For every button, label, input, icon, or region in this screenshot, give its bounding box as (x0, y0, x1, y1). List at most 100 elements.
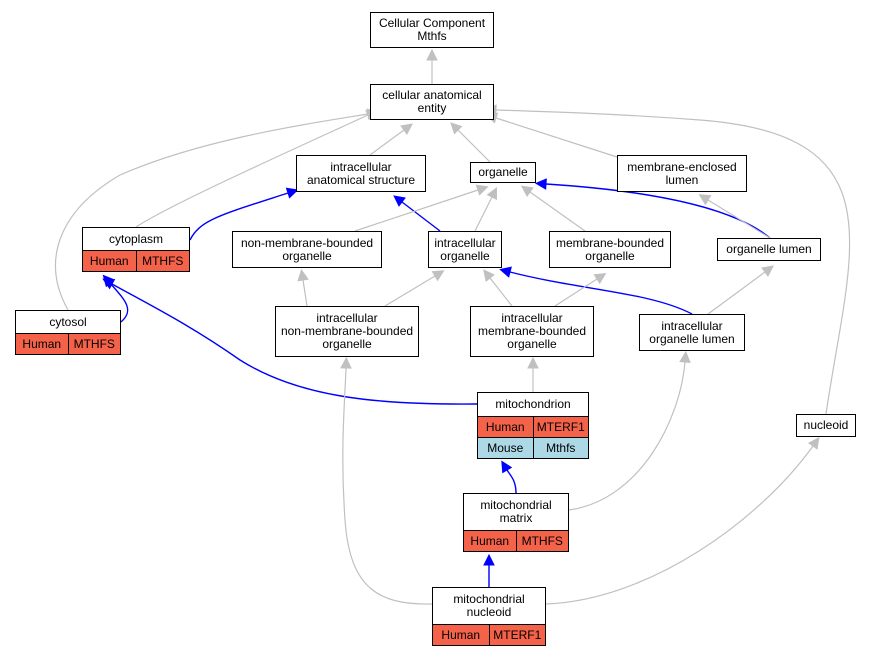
edge-mbo-to-organelle (529, 191, 586, 232)
node-label: intracellular non-membrane-bounded organ… (280, 311, 414, 351)
edge-imbo-to-mbo (554, 278, 598, 307)
arrowhead-mito-to-cytoplasm (102, 278, 116, 290)
arrowhead-nmbo-to-organelle (475, 184, 489, 196)
edge-io-to-ias (401, 201, 441, 232)
species-cell: Human (89, 253, 129, 268)
gene-cell: Mthfs (532, 438, 589, 458)
edge-cytoplasm-to-cae (135, 114, 369, 228)
edge-mito-to-cytoplasm (111, 283, 478, 405)
arrowhead-mnucleoid-to-inmbo (340, 356, 352, 369)
node-label: cytosol (49, 314, 87, 329)
gene-cell: MTHFS (515, 531, 569, 551)
arrowhead-mbo-to-organelle (520, 185, 534, 198)
node-non-membrane-bounded-organelle[interactable]: non-membrane-bounded organelle (232, 231, 382, 268)
arrowhead-mnucleoid-to-mmatrix (483, 553, 495, 566)
arrowhead-imbo-to-io (483, 269, 495, 282)
node-intracellular-anatomical-structure[interactable]: intracellular anatomical structure (296, 155, 426, 192)
node-mitochondrial-nucleoid[interactable]: mitochondrial nucleoid Human MTERF1 (432, 587, 546, 646)
arrowhead-cytoplasm-to-ias (285, 187, 299, 199)
node-organelle[interactable]: organelle (470, 162, 536, 183)
edge-mel-to-cae (495, 117, 618, 158)
arrowhead-mmatrix-to-iol (679, 350, 691, 363)
node-intracellular-organelle[interactable]: intracellular organelle (428, 231, 502, 268)
arrowhead-imbo-to-mbo (593, 272, 607, 285)
arrowhead-ol-to-organelle (534, 178, 547, 190)
edge-inmbo-to-nmbo (302, 279, 308, 307)
arrowhead-organelle-to-cae (450, 122, 463, 135)
edge-nmbo-to-organelle (354, 189, 479, 232)
node-label: intracellular anatomical structure (306, 159, 416, 187)
arrowhead-mito-to-imbo (527, 356, 539, 369)
species-cell: Mouse (487, 440, 524, 455)
arrowhead-iol-to-ol (761, 265, 774, 277)
gene-cell: MTERF1 (488, 625, 546, 645)
gene-cell: MTHFS (67, 334, 121, 354)
species-cell: Human (470, 533, 510, 548)
node-label: non-membrane-bounded organelle (240, 235, 374, 263)
edge-io-to-organelle (474, 196, 493, 232)
node-cellular-component-mthfs[interactable]: Cellular Component Mthfs (370, 12, 494, 48)
annotation-row-human: Human MTERF1 (478, 416, 588, 437)
edge-mnucleoid-to-inmbo (342, 367, 433, 605)
node-label: mitochondrial matrix (480, 498, 552, 525)
node-intracellular-membrane-bounded-organelle[interactable]: intracellular membrane-bounded organelle (470, 306, 594, 357)
edge-inmbo-to-io (384, 275, 436, 307)
edge-cytosol-to-cae (54, 113, 369, 311)
node-label: intracellular membrane-bounded organelle (477, 311, 587, 351)
node-label: nucleoid (803, 418, 849, 432)
edge-iol-to-ol (707, 271, 766, 315)
gene-cell: MTERF1 (532, 417, 589, 437)
arrowhead-inmbo-to-io (431, 270, 445, 282)
node-label: mitochondrial nucleoid (453, 592, 525, 619)
node-label: intracellular organelle (434, 235, 496, 263)
edge-mmatrix-to-iol (568, 361, 686, 511)
node-membrane-bounded-organelle[interactable]: membrane-bounded organelle (549, 231, 671, 268)
edge-cytoplasm-to-ias (189, 192, 289, 241)
node-membrane-enclosed-lumen[interactable]: membrane-enclosed lumen (617, 155, 747, 192)
node-nucleoid[interactable]: nucleoid (796, 414, 856, 437)
node-label: Cellular Component Mthfs (378, 16, 486, 43)
node-intracellular-non-membrane-bounded-organelle[interactable]: intracellular non-membrane-bounded organ… (275, 306, 419, 357)
annotation-row-mouse: Mouse Mthfs (478, 437, 588, 458)
edge-imbo-to-io (489, 277, 513, 307)
edge-ol-to-organelle (545, 183, 771, 239)
edge-mnucleoid-to-nucleoid (545, 445, 814, 605)
edge-ias-to-cae (369, 129, 405, 156)
node-label: membrane-enclosed lumen (627, 159, 737, 187)
node-label: mitochondrion (495, 397, 571, 411)
arrowhead-mmatrix-to-mito (501, 460, 513, 474)
arrowhead-mnucleoid-to-nucleoid (807, 436, 820, 450)
species-cell: Human (485, 419, 525, 434)
node-label: organelle lumen (726, 242, 812, 256)
arrowhead-io-to-organelle (486, 187, 497, 201)
node-organelle-lumen[interactable]: organelle lumen (717, 238, 821, 261)
node-intracellular-organelle-lumen[interactable]: intracellular organelle lumen (639, 314, 745, 351)
annotation-row-human: Human MTHFS (83, 250, 189, 271)
annotation-row-human: Human MTHFS (16, 333, 120, 354)
gene-cell: MTHFS (135, 251, 190, 271)
edge-nucleoid-to-cae (495, 109, 851, 415)
species-cell: Human (22, 336, 62, 351)
arrowhead-cae-to-cc_mthfs (426, 48, 438, 61)
arrowhead-inmbo-to-nmbo (297, 269, 309, 282)
node-cytoplasm[interactable]: cytoplasm Human MTHFS (82, 227, 190, 272)
node-mitochondrial-matrix[interactable]: mitochondrial matrix Human MTHFS (463, 493, 569, 552)
node-cytosol[interactable]: cytosol Human MTHFS (15, 310, 121, 355)
arrowhead-ias-to-cae (400, 123, 413, 135)
edge-cytosol-to-cytoplasm (109, 282, 129, 323)
species-cell: Human (441, 627, 481, 642)
edge-ol-to-mel (707, 199, 771, 239)
annotation-row-human: Human MTERF1 (433, 624, 545, 645)
node-label: organelle (478, 165, 528, 179)
arrowhead-ol-to-mel (698, 194, 712, 206)
node-mitochondrion[interactable]: mitochondrion Human MTERF1 Mouse Mthfs (477, 392, 589, 459)
node-label: cellular anatomical entity (382, 88, 482, 115)
node-cellular-anatomical-entity[interactable]: cellular anatomical entity (370, 84, 494, 120)
node-label: cytoplasm (108, 231, 164, 246)
edge-iol-to-io (509, 271, 693, 315)
annotation-row-human: Human MTHFS (464, 530, 568, 551)
edge-organelle-to-cae (457, 129, 491, 163)
edge-mmatrix-to-mito (506, 469, 517, 494)
arrowhead-iol-to-io (499, 266, 512, 278)
